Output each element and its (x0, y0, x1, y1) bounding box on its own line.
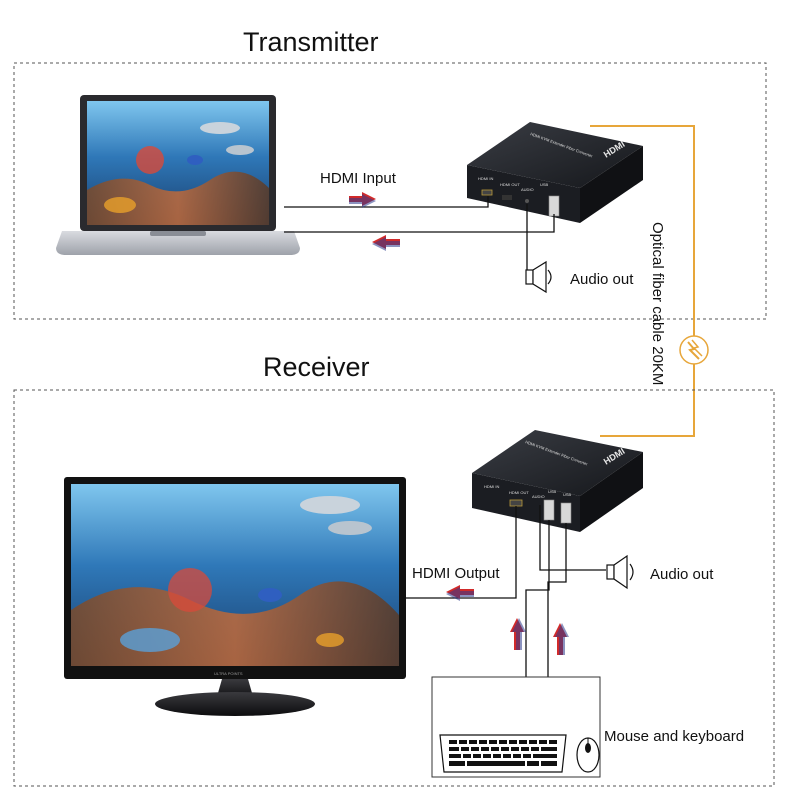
audio-out-tx-label: Audio out (570, 271, 634, 288)
usb-port (548, 195, 560, 217)
svg-text:USB: USB (540, 182, 549, 187)
optical-cable-label: Optical fiber cable 20KM (649, 222, 666, 385)
audio-out-rx-label: Audio out (650, 566, 714, 583)
speaker-icon-rx (606, 554, 634, 590)
svg-text:HDMI OUT: HDMI OUT (509, 490, 529, 495)
hdmi-out-port (509, 499, 523, 507)
monitor-brand: ULTRA POINTS (214, 671, 243, 676)
double-arrow-icon (349, 192, 376, 208)
mouse-keyboard-label: Mouse and keyboard (604, 728, 744, 745)
audio-port (525, 199, 529, 203)
svg-text:USB: USB (563, 492, 572, 497)
laptop (56, 95, 300, 255)
hdmi-in-port (481, 189, 493, 196)
up-arrow-icon-2 (553, 623, 569, 655)
hdmi-output-cable (406, 506, 517, 599)
hdmi-input-label: HDMI Input (320, 170, 397, 187)
receiver-device: HDMI KVM Extender Fiber Converter HDMI H… (472, 430, 643, 532)
transmitter-device: HDMI KVM Extender Fiber Converter HDMI H… (467, 122, 643, 223)
usb-port-2 (560, 502, 572, 524)
left-arrow-icon (372, 235, 400, 251)
optical-fiber-cable (590, 125, 695, 437)
up-arrow-icon (510, 618, 526, 650)
svg-text:USB: USB (548, 489, 557, 494)
hdmi-output-label: HDMI Output (412, 565, 500, 582)
receiver-frame (13, 389, 775, 787)
svg-text:AUDIO: AUDIO (532, 494, 545, 499)
monitor: ULTRA POINTS (64, 477, 406, 716)
lightning-icon (679, 335, 709, 365)
hdmi-input-cable (284, 196, 489, 208)
svg-text:HDMI IN: HDMI IN (478, 176, 493, 181)
mouse-icon (576, 737, 600, 773)
speaker-icon (525, 260, 552, 294)
receiver-title: Receiver (263, 352, 370, 382)
svg-text:AUDIO: AUDIO (521, 187, 534, 192)
keyboard-icon (439, 734, 567, 773)
left-arrow-icon-rx (446, 585, 474, 601)
svg-text:HDMI IN: HDMI IN (484, 484, 499, 489)
usb-return-cable (284, 214, 555, 233)
usb-port-1 (543, 499, 555, 521)
fish-icon (200, 122, 240, 134)
audio-cable-rx (539, 505, 606, 571)
svg-text:HDMI OUT: HDMI OUT (500, 182, 520, 187)
transmitter-title: Transmitter (243, 27, 379, 57)
